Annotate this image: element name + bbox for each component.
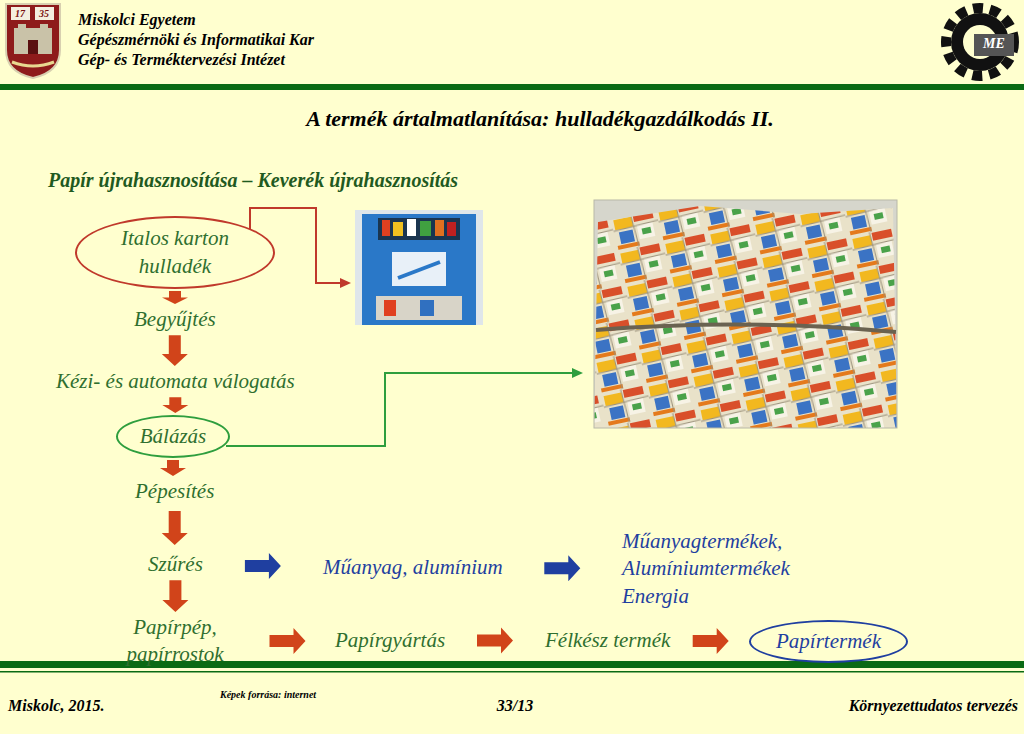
page-number: 33/13 bbox=[497, 697, 533, 715]
flow-arrow bbox=[270, 628, 306, 654]
crest-panel bbox=[11, 7, 30, 20]
collection-bin bbox=[362, 214, 476, 325]
gear-teeth bbox=[946, 8, 1014, 76]
node-text: Papírpép, papírrostok bbox=[110, 614, 240, 669]
bin-sticker bbox=[392, 252, 446, 286]
node-text: Pépesítés bbox=[135, 478, 214, 505]
process-step: Begyűjtés bbox=[132, 306, 218, 333]
process-step: Műanyagtermékek, Alumíniumtermékek Energ… bbox=[620, 528, 829, 610]
footer-text: Miskolc, 2015. bbox=[8, 697, 104, 715]
crest-year: 17 bbox=[15, 8, 25, 19]
ellipse-node: Bálázás bbox=[116, 415, 230, 458]
photo-frame bbox=[594, 200, 897, 428]
bin-content bbox=[382, 220, 390, 236]
crest-year: 35 bbox=[39, 8, 49, 19]
flow-arrow bbox=[160, 460, 186, 476]
flow-arrow bbox=[162, 335, 188, 366]
flow-arrow bbox=[162, 291, 188, 304]
bin-sticker-mark bbox=[398, 262, 440, 278]
logo-badge bbox=[974, 34, 1014, 56]
header-band bbox=[0, 84, 1024, 90]
section-heading: Papír újrahasznosítása – Keverék újrahas… bbox=[48, 169, 458, 192]
node-text: Szűrés bbox=[148, 551, 203, 578]
bin-photo bbox=[355, 210, 483, 325]
process-step: Szűrés bbox=[146, 551, 205, 578]
ellipse-node: Papírtermék bbox=[749, 620, 908, 663]
process-step: Papírpép, papírrostok bbox=[108, 614, 242, 669]
bin-content bbox=[447, 222, 456, 236]
bale-photo bbox=[594, 200, 897, 428]
ellipse-node: Italos karton hulladék bbox=[75, 216, 275, 289]
crest-gate bbox=[28, 40, 38, 54]
bin-opening bbox=[378, 218, 460, 240]
process-step: Műanyag, alumínium bbox=[321, 554, 505, 581]
node-text: Begyűjtés bbox=[134, 306, 216, 333]
node-text: Félkész termék bbox=[545, 627, 670, 654]
paper-bale bbox=[594, 206, 897, 428]
bin-content bbox=[420, 300, 434, 316]
bin-content bbox=[407, 219, 416, 236]
node-text: Bálázás bbox=[140, 423, 207, 450]
node-text: Italos karton hulladék bbox=[105, 225, 245, 280]
leader-line bbox=[250, 208, 341, 283]
node-text: Műanyag, alumínium bbox=[323, 554, 503, 581]
flow-arrow bbox=[162, 580, 188, 612]
node-text: Papírtermék bbox=[776, 628, 881, 655]
leader-arrowhead bbox=[572, 368, 583, 378]
crest-castle bbox=[18, 24, 26, 32]
crest-panel bbox=[35, 7, 54, 20]
process-step: Kézi- és automata válogatás bbox=[54, 368, 297, 395]
node-text: Műanyagtermékek, Alumíniumtermékek Energ… bbox=[622, 528, 827, 610]
process-step: Papírgyártás bbox=[333, 627, 447, 654]
process-step: Pépesítés bbox=[133, 478, 216, 505]
node-text: Kézi- és automata válogatás bbox=[56, 368, 295, 395]
university-crest bbox=[6, 4, 60, 78]
institution-name: Gép- és Terméktervezési Intézet bbox=[78, 51, 285, 69]
slide-title: A termék ártalmatlanítása: hulladékgazdá… bbox=[56, 106, 1024, 132]
image-source: Képek forrása: internet bbox=[220, 689, 316, 700]
institution-name: Gépészmérnöki és Informatikai Kar bbox=[78, 31, 314, 49]
logo-text: ME bbox=[983, 36, 1005, 52]
institution-name: Miskolci Egyetem bbox=[78, 11, 196, 29]
leader-arrowhead bbox=[340, 278, 351, 288]
bin-content bbox=[376, 296, 462, 320]
bin-content bbox=[384, 300, 396, 316]
node-text: Papírgyártás bbox=[335, 627, 445, 654]
bin-content bbox=[393, 222, 403, 236]
flow-arrow bbox=[477, 628, 513, 654]
footer-line bbox=[0, 671, 1024, 673]
flow-arrow bbox=[245, 553, 281, 579]
flow-arrow bbox=[162, 511, 188, 545]
bin-content bbox=[420, 221, 431, 236]
process-step: Félkész termék bbox=[543, 627, 672, 654]
flow-arrow bbox=[162, 397, 188, 413]
flow-arrow bbox=[693, 628, 729, 654]
crest-castle bbox=[40, 24, 48, 32]
bin-content bbox=[435, 220, 444, 236]
flow-arrow bbox=[544, 555, 580, 581]
bale-seam bbox=[596, 324, 896, 332]
course-name: Környezettudatos tervezés bbox=[849, 697, 1018, 715]
crest-ribbon bbox=[12, 62, 54, 66]
